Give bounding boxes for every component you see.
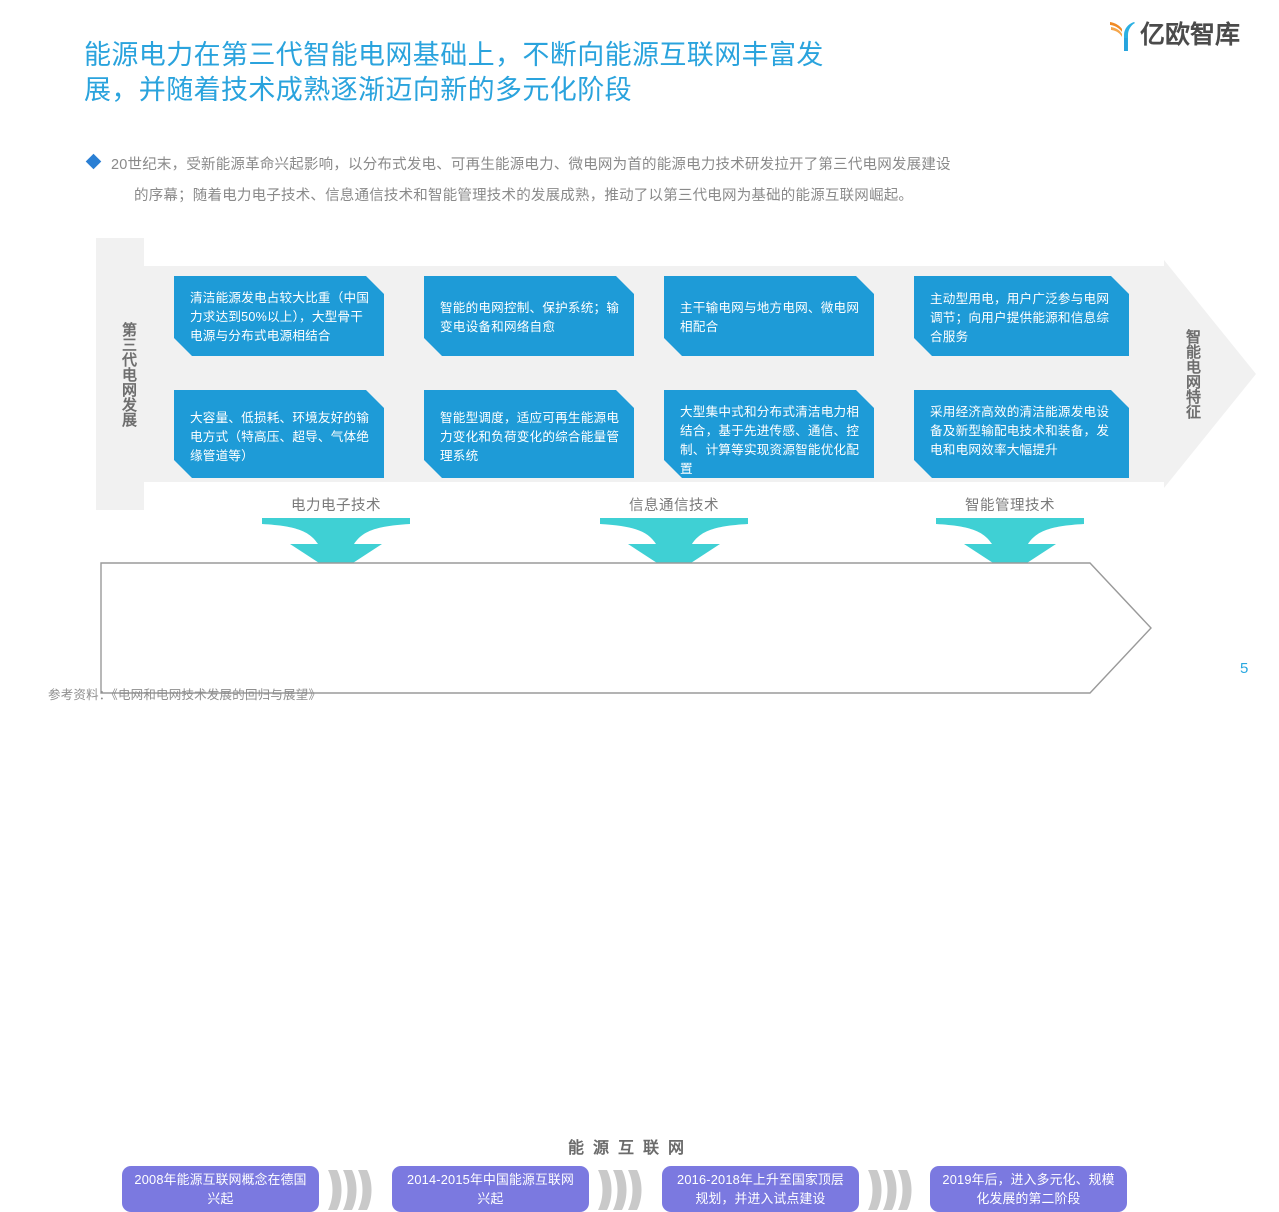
chevron-separator-icon (868, 1170, 920, 1210)
funnel-arrow-icon (936, 518, 1084, 574)
page-title-line-1: 能源电力在第三代智能电网基础上，不断向能源互联网丰富发 (84, 40, 824, 70)
timeline-stage[interactable]: 2008年能源互联网概念在德国兴起 (122, 1166, 319, 1212)
feature-card[interactable]: 大容量、低损耗、环境友好的输电方式（特高压、超导、气体绝缘管道等） (174, 390, 384, 478)
tech-label-smart-management: 智能管理技术 (965, 498, 1055, 514)
timeline-stage[interactable]: 2014-2015年中国能源互联网兴起 (392, 1166, 589, 1212)
logo-wordmark: 亿欧智库 (1140, 20, 1241, 49)
chevron-separator-icon (328, 1170, 380, 1210)
timeline-stage[interactable]: 2016-2018年上升至国家顶层规划，并进入试点建设 (662, 1166, 859, 1212)
energy-internet-timeline: 能源互联网 2008年能源互联网概念在德国兴起 2014-2015年中国能源互联… (100, 562, 1152, 1212)
source-note: 参考资料：《电网和电网技术发展的回归与展望》 (48, 688, 322, 702)
timeline-stage[interactable]: 2019年后，进入多元化、规模化发展的第二阶段 (930, 1166, 1127, 1212)
third-generation-grid-band: 第三代电网发展 智能电网特征 清洁能源发电占较大比重（中国力求达到50%以上），… (96, 238, 1256, 510)
diamond-bullet-icon (85, 153, 102, 170)
feature-card[interactable]: 智能的电网控制、保护系统；输变电设备和网络自愈 (424, 276, 634, 356)
y-mark-icon (1108, 18, 1138, 52)
band-top-notch (144, 238, 1164, 266)
band-right-label: 智能电网特征 (1184, 329, 1201, 419)
summary-text: 20世纪末，受新能源革命兴起影响，以分布式发电、可再生能源电力、微电网为首的能源… (111, 150, 951, 212)
band-bottom-notch (144, 482, 1164, 510)
funnel-arrow-icon (600, 518, 748, 574)
timeline-title: 能源互联网 (567, 1140, 693, 1157)
funnel-arrow-icon (262, 518, 410, 574)
feature-card[interactable]: 清洁能源发电占较大比重（中国力求达到50%以上），大型骨干电源与分布式电源相结合 (174, 276, 384, 356)
page-title: 能源电力在第三代智能电网基础上，不断向能源互联网丰富发 展，并随着技术成熟逐渐迈… (84, 38, 1094, 108)
summary-text-line-1: 20世纪末，受新能源革命兴起影响，以分布式发电、可再生能源电力、微电网为首的能源… (111, 157, 951, 173)
feature-card[interactable]: 大型集中式和分布式清洁电力相结合，基于先进传感、通信、控制、计算等实现资源智能优… (664, 390, 874, 478)
feature-card[interactable]: 智能型调度，适应可再生能源电力变化和负荷变化的综合能量管理系统 (424, 390, 634, 478)
page-number: 5 (1240, 660, 1249, 677)
brand-logo: 亿欧智库 (1108, 16, 1248, 54)
feature-card[interactable]: 采用经济高效的清洁能源发电设备及新型输配电技术和装备，发电和电网效率大幅提升 (914, 390, 1129, 478)
feature-card-grid: 清洁能源发电占较大比重（中国力求达到50%以上），大型骨干电源与分布式电源相结合… (96, 238, 1256, 510)
summary-bullet: 20世纪末，受新能源革命兴起影响，以分布式发电、可再生能源电力、微电网为首的能源… (85, 150, 1208, 212)
tech-label-power-electronics: 电力电子技术 (291, 498, 381, 514)
feature-card[interactable]: 主干输电网与地方电网、微电网相配合 (664, 276, 874, 356)
chevron-separator-icon (598, 1170, 650, 1210)
band-left-label: 第三代电网发展 (120, 321, 137, 427)
feature-card[interactable]: 主动型用电，用户广泛参与电网调节；向用户提供能源和信息综合服务 (914, 276, 1129, 356)
summary-text-line-2: 的序幕；随着电力电子技术、信息通信技术和智能管理技术的发展成熟，推动了以第三代电… (134, 188, 914, 204)
page-title-line-2: 展，并随着技术成熟逐渐迈向新的多元化阶段 (84, 75, 632, 105)
tech-label-info-communication: 信息通信技术 (629, 498, 719, 514)
